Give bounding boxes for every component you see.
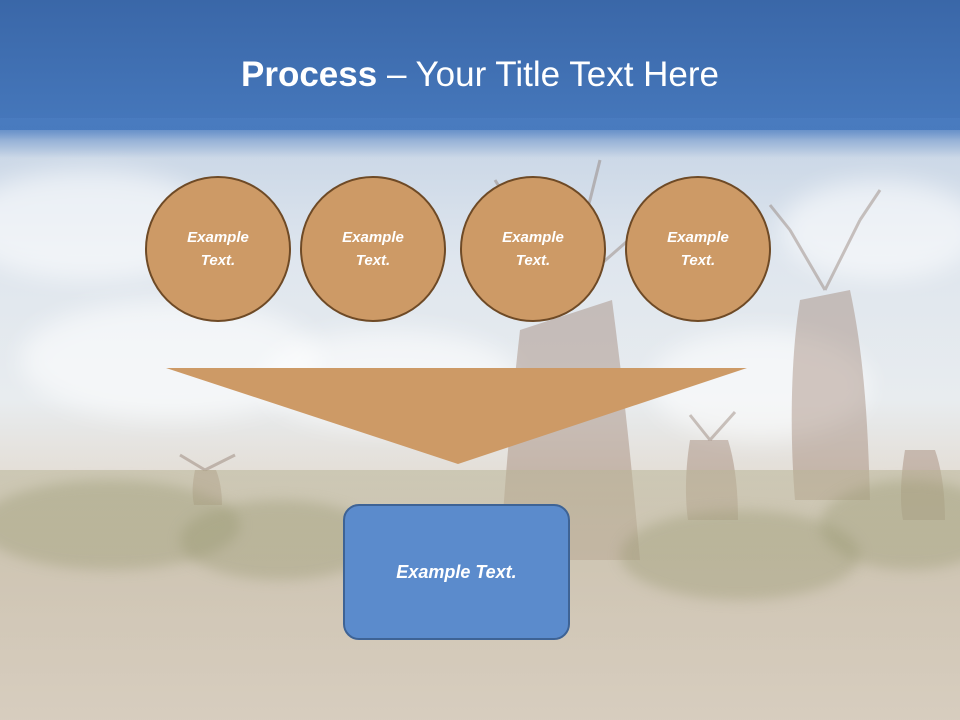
title-band [0,0,960,130]
process-circle-3: Example Text. [460,176,606,322]
process-circle-label: Example Text. [502,229,564,269]
result-box: Example Text. [343,504,570,640]
process-circle-2: Example Text. [300,176,446,322]
title-bold: Process [241,55,378,94]
title-rest: – Your Title Text Here [377,55,719,94]
process-circle-1: Example Text. [145,176,291,322]
shrub-shape [0,480,240,570]
slide-title: Process – Your Title Text Here [0,50,960,100]
cloud-shape [780,180,960,280]
title-band-fade [0,118,960,158]
process-circle-label: Example Text. [187,229,249,269]
process-circle-label: Example Text. [342,229,404,269]
process-circle-label: Example Text. [667,229,729,269]
result-box-label: Example Text. [396,561,517,582]
shrub-shape [820,480,960,570]
process-circle-4: Example Text. [625,176,771,322]
shrub-shape [620,510,860,600]
